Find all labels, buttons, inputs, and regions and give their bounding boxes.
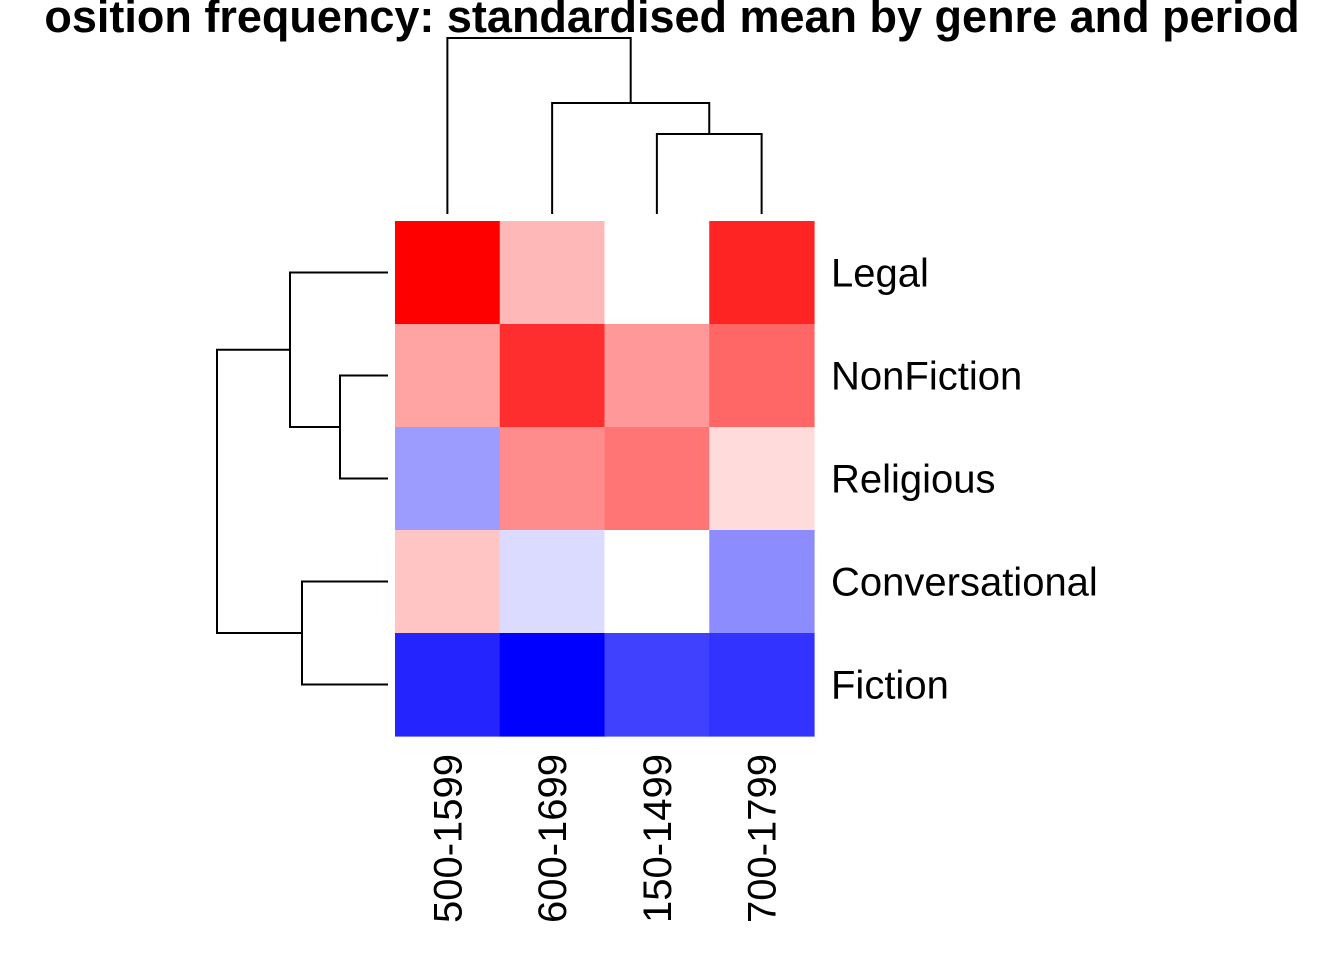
row-label: Conversational (831, 561, 1098, 605)
row-label: NonFiction (831, 355, 1022, 399)
heatmap-cell (395, 633, 501, 737)
column-dendrogram-branch (655, 133, 763, 214)
chart-title: osition frequency: standardised mean by … (44, 0, 1299, 42)
row-dendrogram-branch (301, 580, 388, 686)
heatmap-cell (709, 633, 815, 737)
heatmap-cell (395, 324, 501, 428)
heatmap-cell (709, 324, 815, 428)
heatmap-cell (709, 427, 815, 531)
column-dendrogram-branch (551, 102, 711, 214)
heatmap-cell (499, 427, 606, 531)
row-dendrogram (216, 271, 388, 686)
column-label: 150-1499 (636, 754, 680, 923)
heatmap-cell (604, 221, 710, 325)
heatmap-cell (395, 221, 501, 325)
heatmap-cell (604, 633, 710, 737)
heatmap-cell (499, 633, 606, 737)
heatmap-cell (709, 530, 815, 634)
heatmap-cell (604, 427, 710, 531)
column-label: 500-1599 (426, 754, 470, 923)
heatmap-cell (499, 324, 606, 428)
row-label: Legal (831, 252, 929, 296)
column-dendrogram (446, 37, 763, 214)
column-labels: 500-1599 600-1699 150-1499 700-1799 (426, 754, 784, 923)
heatmap-cell (499, 530, 606, 634)
row-label: Religious (831, 458, 996, 502)
row-dendrogram-branch (216, 348, 302, 634)
heatmap-cell (395, 427, 501, 531)
heatmap-cell (709, 221, 815, 325)
column-label: 600-1699 (531, 754, 575, 923)
heatmap-cells (395, 221, 815, 737)
heatmap-cell (395, 530, 501, 634)
row-label: Fiction (831, 664, 949, 708)
row-dendrogram-branch (339, 374, 388, 480)
heatmap-cell (604, 530, 710, 634)
row-labels: LegalNonFictionReligiousConversationalFi… (831, 252, 1098, 708)
heatmap-cell (499, 221, 606, 325)
column-dendrogram-branch (446, 37, 632, 214)
column-label: 700-1799 (741, 754, 785, 923)
heatmap-cell (604, 324, 710, 428)
